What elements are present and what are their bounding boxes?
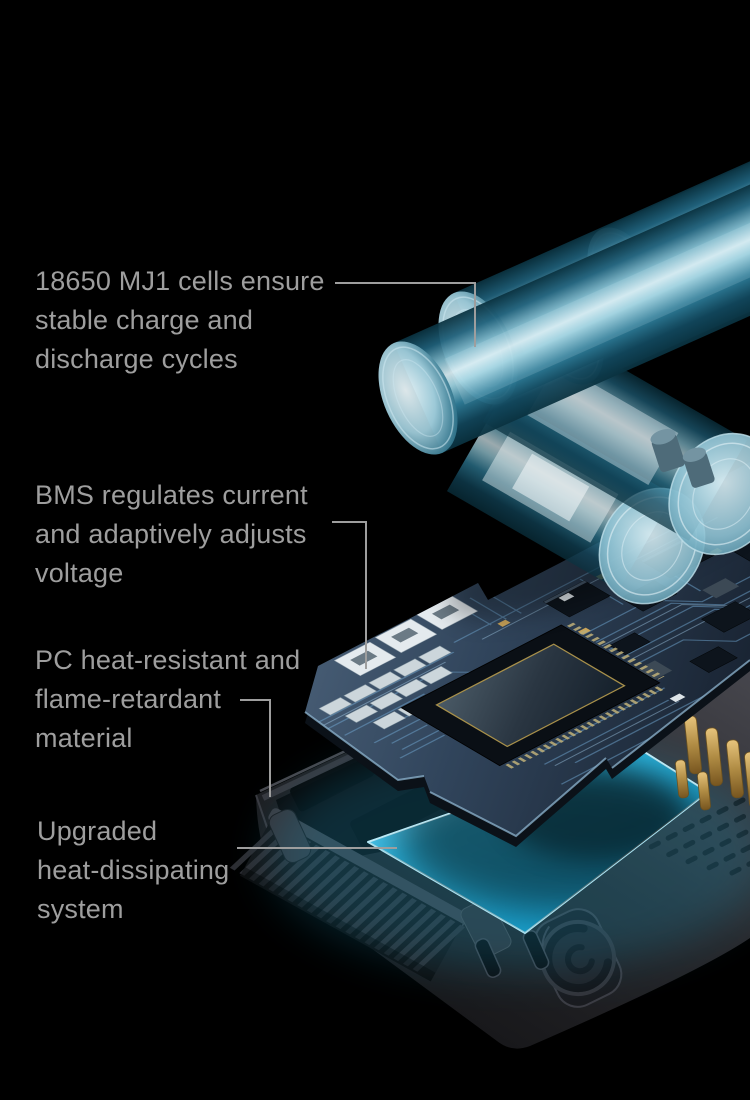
callout-heat-line-3: system	[37, 894, 124, 924]
callout-bms-line-3: voltage	[35, 558, 124, 588]
chip-pins	[505, 685, 665, 769]
callout-heat-line-1: Upgraded	[37, 816, 158, 846]
callout-lines	[237, 282, 476, 849]
main-chip	[400, 622, 665, 769]
connector-pins	[675, 715, 750, 811]
callout-cells-line-1: 18650 MJ1 cells ensure	[35, 266, 325, 296]
board-edge	[304, 659, 750, 838]
callout-heat-system: Upgraded heat-dissipating system	[37, 812, 229, 929]
callout-cells-line-3: discharge cycles	[35, 344, 238, 374]
callout-line-pc	[240, 699, 271, 797]
callout-bms: BMS regulates current and adaptively adj…	[35, 476, 308, 593]
battery-cylinder	[378, 172, 750, 455]
callout-bms-line-2: and adaptively adjusts	[35, 519, 307, 549]
callout-pc-line-1: PC heat-resistant and	[35, 645, 301, 675]
callout-line-bms	[332, 521, 367, 669]
battery-terminal	[650, 429, 685, 473]
battery-terminal	[682, 447, 715, 488]
callout-cells-line-2: stable charge and	[35, 305, 254, 335]
chip-die	[435, 643, 626, 748]
callout-bms-line-1: BMS regulates current	[35, 480, 308, 510]
callout-pc-material: PC heat-resistant and flame-retardant ma…	[35, 641, 300, 758]
battery-cell-front	[446, 395, 706, 605]
callout-pc-line-2: flame-retardant	[35, 684, 222, 714]
callout-pc-line-3: material	[35, 723, 133, 753]
callout-heat-line-2: heat-dissipating	[37, 855, 230, 885]
battery-cells	[378, 58, 750, 605]
callout-line-cells	[335, 282, 476, 347]
callout-cells: 18650 MJ1 cells ensure stable charge and…	[35, 262, 325, 379]
